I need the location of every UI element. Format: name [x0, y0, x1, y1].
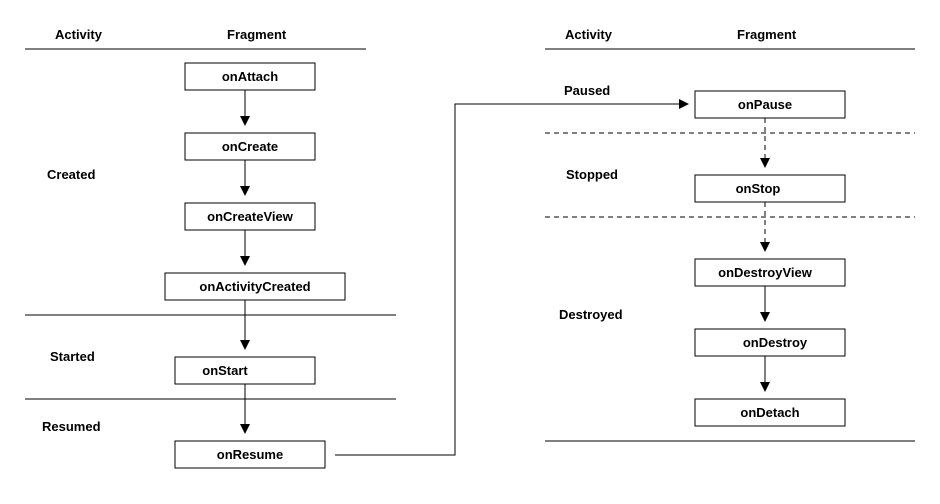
on-start-box: [174, 356, 316, 385]
state-created-label: Created: [47, 167, 95, 182]
state-resumed-label: Resumed: [42, 419, 101, 434]
on-create-view-label: onCreateView: [207, 209, 294, 224]
on-pause-box: [694, 90, 846, 119]
state-destroyed-label: Destroyed: [559, 307, 623, 322]
right-fragment-header: Fragment: [737, 27, 797, 42]
on-create-label: onCreate: [222, 139, 278, 154]
on-attach-box: [184, 62, 316, 91]
left-activity-header: Activity: [55, 27, 103, 42]
state-started-label: Started: [50, 349, 95, 364]
on-destroy-view-label: onDestroyView: [718, 265, 813, 280]
on-start-label: onStart: [202, 363, 248, 378]
on-create-box: [184, 132, 316, 161]
state-stopped-label: Stopped: [566, 167, 618, 182]
on-resume-box: [174, 440, 326, 469]
on-destroy-view-box: [694, 258, 846, 287]
on-create-view-box: [184, 202, 316, 231]
on-stop-label: onStop: [736, 181, 781, 196]
on-activity-created-label: onActivityCreated: [199, 279, 310, 294]
on-destroy-label: onDestroy: [743, 335, 808, 350]
state-paused-label: Paused: [564, 83, 610, 98]
arrow-resume-to-pause: [335, 99, 689, 456]
on-detach-box: [694, 398, 846, 427]
on-detach-label: onDetach: [740, 405, 799, 420]
on-stop-box: [694, 174, 846, 203]
on-attach-label: onAttach: [222, 69, 278, 84]
on-pause-label: onPause: [738, 97, 792, 112]
left-fragment-header: Fragment: [227, 27, 287, 42]
right-activity-header: Activity: [565, 27, 613, 42]
on-activity-created-box: [164, 272, 346, 301]
on-destroy-box: [694, 328, 846, 357]
on-resume-label: onResume: [217, 447, 283, 462]
